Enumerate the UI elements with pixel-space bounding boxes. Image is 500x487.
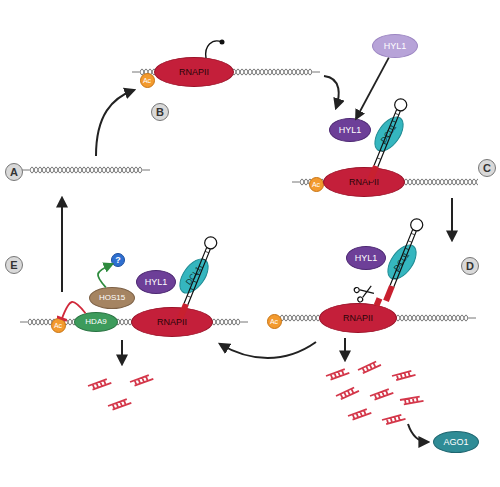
rnapii-protein: RNAPII — [319, 303, 397, 333]
dna-end — [312, 72, 320, 73]
dcl1-protein: DCL1 — [174, 253, 215, 298]
node-text: HYL1 — [145, 278, 168, 287]
dna-helix — [20, 66, 478, 328]
stage-letter: E — [5, 256, 23, 274]
rnapii-protein: RNAPII — [131, 307, 213, 337]
small-rna — [392, 370, 416, 381]
stage-letter: B — [151, 103, 169, 121]
rnapii-protein: RNAPII — [154, 57, 234, 87]
hyl1-protein: HYL1 — [329, 118, 371, 142]
hos15-protein: HOS15 — [89, 287, 135, 309]
node-text: ? — [115, 256, 121, 265]
dna-end — [132, 72, 140, 73]
cycle-arrow — [451, 198, 453, 240]
dcl1-protein: DCL1 — [382, 239, 423, 284]
rna-cap — [220, 40, 225, 45]
acetyl-mark: Ac — [267, 314, 282, 329]
node-text: DCL1 — [393, 251, 411, 272]
stage-letter: A — [5, 163, 23, 181]
dna-end — [22, 170, 30, 171]
dna-helix — [30, 164, 142, 176]
node-text: A — [10, 167, 18, 178]
small-rna — [400, 396, 424, 405]
output-arrow — [344, 338, 346, 360]
node-text: HYL1 — [384, 42, 407, 51]
node-text: Ac — [270, 318, 278, 325]
scissors-symbol — [354, 283, 376, 303]
stage-letter: D — [461, 257, 479, 275]
node-text: D — [466, 261, 474, 272]
node-text: DCL1 — [380, 123, 398, 144]
small-rna-duplexes — [88, 374, 153, 411]
dna-end — [292, 182, 300, 183]
node-text: RNAPII — [157, 318, 187, 327]
acetyl-mark: Ac — [51, 318, 66, 333]
loading-arrow — [408, 424, 428, 442]
acetyl-mark: Ac — [309, 177, 324, 192]
node-text: C — [483, 163, 491, 174]
ago1-protein: AGO1 — [433, 431, 479, 453]
small-rna — [336, 386, 359, 400]
small-rna — [108, 398, 131, 411]
connector-arrow — [98, 264, 112, 287]
hyl1-protein: HYL1 — [372, 34, 418, 58]
cycle-arrow — [220, 342, 316, 358]
node-text: E — [10, 260, 17, 271]
node-text: RNAPII — [349, 178, 379, 187]
nascent-rna — [206, 41, 222, 58]
node-text: Ac — [143, 77, 151, 84]
pri-mirna-hairpin — [380, 217, 424, 303]
small-rna-duplexes — [326, 360, 424, 425]
connector-arrow — [356, 58, 389, 119]
small-rna — [326, 368, 349, 381]
node-text: RNAPII — [179, 68, 209, 77]
cycle-arrows — [62, 76, 452, 442]
dcl1-protein: DCL1 — [369, 111, 410, 156]
small-rna — [370, 388, 393, 401]
cycle-arrow — [61, 198, 63, 292]
node-text: HYL1 — [355, 254, 378, 263]
node-text: AGO1 — [443, 438, 468, 447]
dna-end — [468, 318, 476, 319]
small-rna — [130, 374, 153, 387]
hyl1-protein: HYL1 — [346, 246, 386, 270]
node-text: B — [156, 107, 164, 118]
node-text: RNAPII — [343, 314, 373, 323]
output-arrow — [121, 340, 123, 364]
node-text: Ac — [312, 181, 320, 188]
node-text: HDA9 — [85, 318, 106, 326]
hda9-protein: HDA9 — [74, 312, 118, 332]
small-rna — [88, 378, 111, 391]
node-text: HYL1 — [339, 126, 362, 135]
small-rna — [358, 360, 381, 374]
rnapii-protein: RNAPII — [323, 167, 405, 197]
stage-letter: C — [478, 159, 496, 177]
dna-end — [20, 322, 28, 323]
question-mark: ? — [111, 253, 125, 267]
cycle-arrow — [324, 76, 339, 108]
node-text: HOS15 — [99, 294, 125, 302]
acetyl-mark: Ac — [140, 73, 155, 88]
dna-end — [142, 170, 150, 171]
dna-end — [240, 322, 248, 323]
hyl1-protein: HYL1 — [136, 270, 176, 294]
small-rna — [348, 408, 371, 421]
node-text: DCL1 — [185, 265, 203, 286]
small-rna — [382, 414, 406, 425]
node-text: Ac — [54, 322, 62, 329]
cycle-arrow — [96, 90, 134, 156]
